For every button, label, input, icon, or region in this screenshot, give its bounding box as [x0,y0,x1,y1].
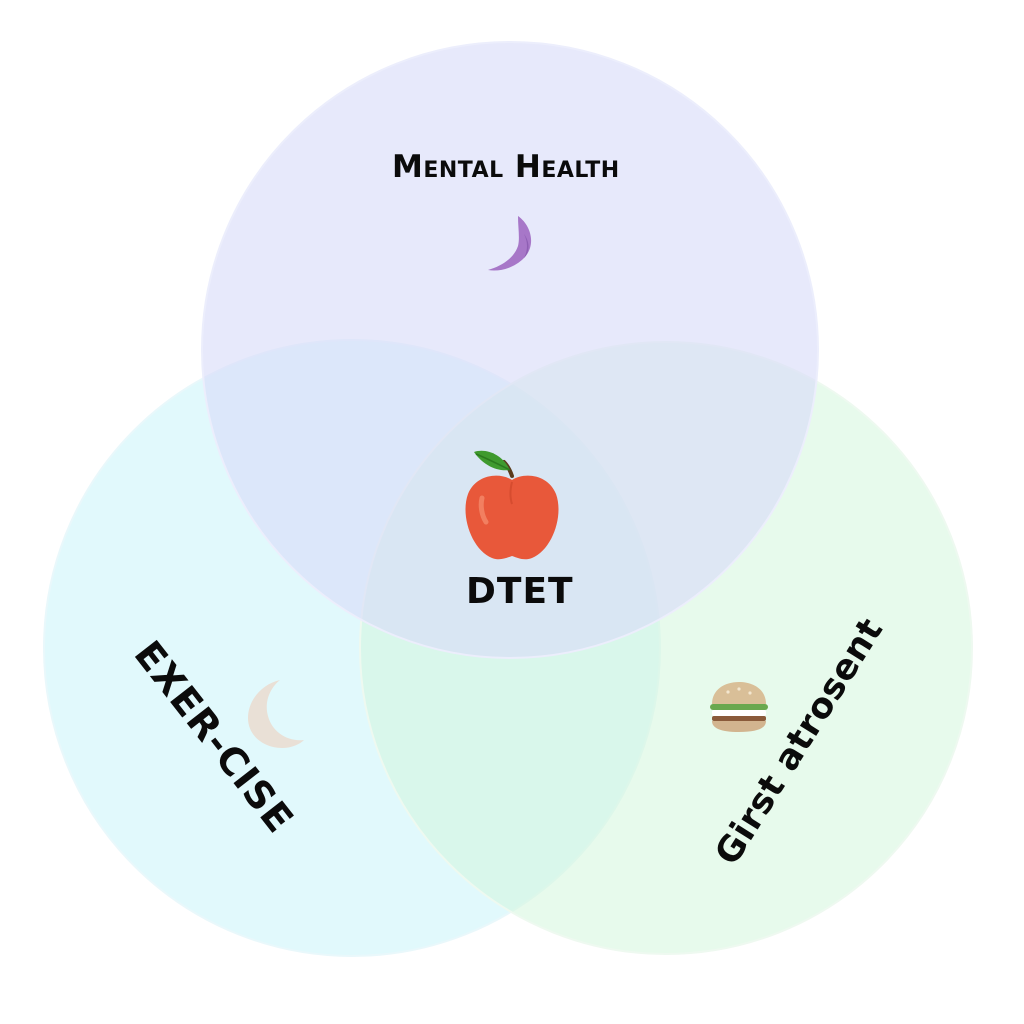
diet-label: DTET [466,571,574,612]
apple-icon [465,450,559,560]
crescent-swoosh-icon [488,216,532,271]
moon-icon [248,680,304,748]
burger-icon [710,682,768,732]
mental-health-label: Mental Health [392,149,620,185]
circle-mental-health [201,41,819,659]
